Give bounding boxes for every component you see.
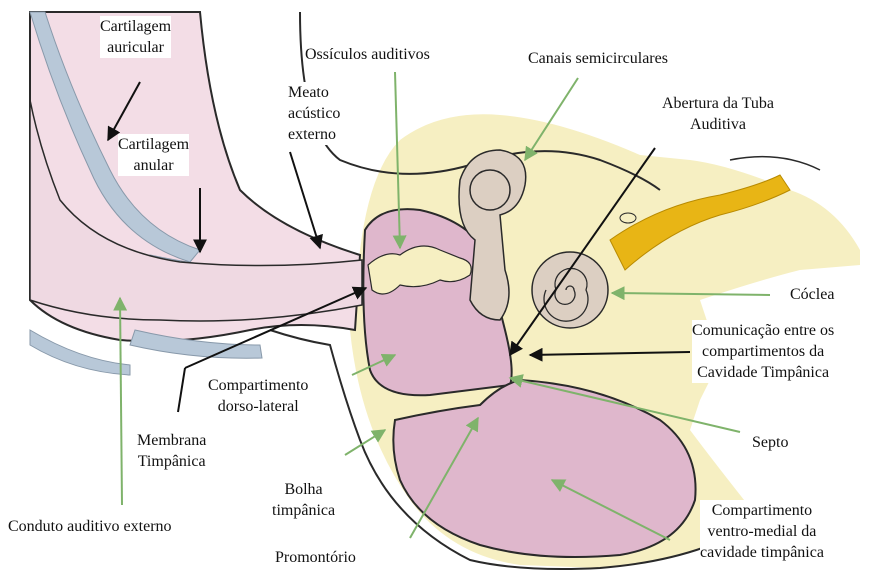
label-promontorio: Promontório bbox=[275, 547, 356, 568]
label-ossiculos: Ossículos auditivos bbox=[305, 44, 430, 65]
cochlea-outer bbox=[532, 252, 608, 328]
label-membrana: Membrana Timpânica bbox=[137, 430, 206, 472]
label-bolha: Bolha timpânica bbox=[272, 479, 335, 521]
label-cartilagem-anular: Cartilagem anular bbox=[118, 134, 189, 176]
label-coclea: Cóclea bbox=[790, 284, 834, 305]
label-comunicacao: Comunicação entre os compartimentos da C… bbox=[692, 320, 834, 383]
label-conduto: Conduto auditivo externo bbox=[8, 516, 172, 537]
label-canais: Canais semicirculares bbox=[528, 48, 668, 69]
tube-opening bbox=[620, 213, 636, 223]
label-compartimento-ventro: Compartimento ventro-medial da cavidade … bbox=[700, 500, 824, 563]
label-compartimento-dorso: Compartimento dorso-lateral bbox=[208, 375, 308, 417]
label-meato: Meato acústico externo bbox=[288, 82, 340, 145]
label-septo: Septo bbox=[752, 432, 788, 453]
label-cartilagem-auricular: Cartilagem auricular bbox=[100, 16, 171, 58]
membrana-tick bbox=[178, 368, 185, 412]
label-abertura: Abertura da Tuba Auditiva bbox=[662, 93, 774, 135]
tube-outline bbox=[730, 157, 820, 170]
